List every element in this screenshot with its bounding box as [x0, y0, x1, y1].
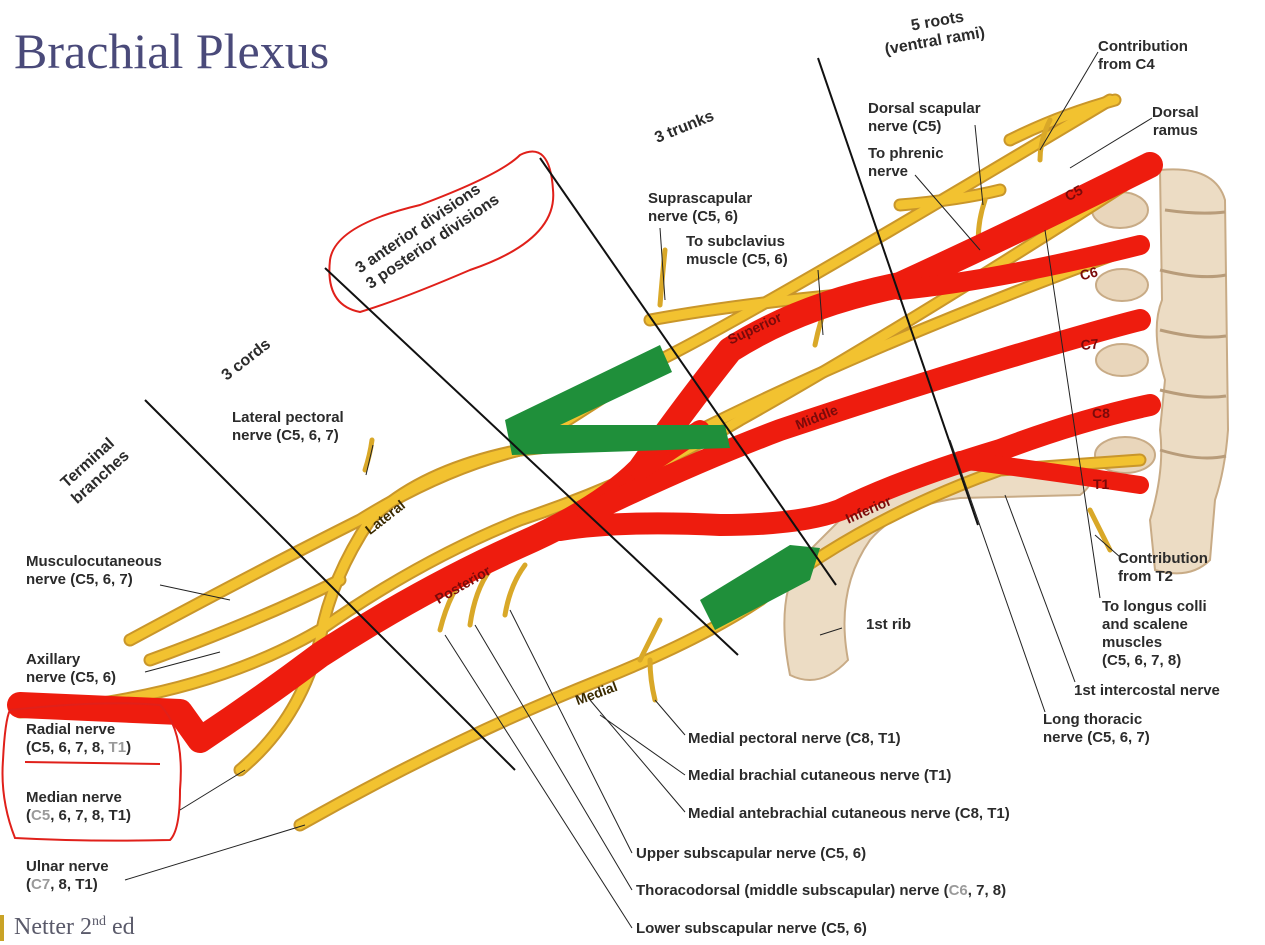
- musculocutaneous-label: Musculocutaneous nerve (C5, 6, 7): [26, 553, 162, 589]
- lateral-pectoral-line2: nerve (C5, 6, 7): [232, 427, 339, 444]
- upper-subscapular-label: Upper subscapular nerve (C5, 6): [636, 845, 867, 862]
- median-nerve-label: Median nerve (C5, 6, 7, 8, T1): [26, 789, 131, 825]
- ulnar-open: (: [26, 876, 31, 893]
- median-main: , 6, 7, 8, T1): [50, 807, 132, 824]
- t2-line1: Contribution: [1118, 550, 1208, 567]
- thoracodorsal-label: Thoracodorsal (middle subscapular) nerve…: [636, 882, 1006, 900]
- footer-accent-bar: [0, 915, 4, 941]
- label-pointer-lines: [124, 51, 1153, 929]
- ulnar-line2: (C7, 8, T1): [26, 876, 109, 894]
- ulnar-gray: C7: [31, 876, 51, 893]
- ulnar-main: , 8, T1): [50, 876, 98, 893]
- longus-line3: muscles: [1102, 634, 1163, 651]
- footer-sup: nd: [91, 914, 106, 929]
- dorsal-ramus-line1: Dorsal: [1152, 104, 1199, 121]
- ulnar-nerve-label: Ulnar nerve (C7, 8, T1): [26, 858, 109, 894]
- c4-line2: from C4: [1098, 56, 1155, 73]
- ulnar-line1: Ulnar nerve: [26, 858, 109, 875]
- lower-subscapular-label: Lower subscapular nerve (C5, 6): [636, 920, 867, 937]
- medial-antebrachial-label: Medial antebrachial cutaneous nerve (C8,…: [688, 805, 1010, 822]
- axillary-line2: nerve (C5, 6): [26, 669, 117, 686]
- musculocutaneous-line1: Musculocutaneous: [26, 553, 162, 570]
- radial-end: ): [126, 739, 132, 756]
- phrenic-line2: nerve: [868, 163, 909, 180]
- c8-label: C8: [1092, 405, 1110, 421]
- page-title: Brachial Plexus: [14, 23, 330, 79]
- suprascapular-label: Suprascapular nerve (C5, 6): [648, 190, 752, 226]
- subclavius-line1: To subclavius: [686, 233, 785, 250]
- footer-credit: Netter 2nd ed: [14, 914, 135, 941]
- median-line2: (C5, 6, 7, 8, T1): [26, 807, 131, 825]
- first-intercostal-label: 1st intercostal nerve: [1074, 682, 1220, 699]
- long-thoracic-line2: nerve (C5, 6, 7): [1043, 729, 1150, 746]
- footer-suffix: ed: [105, 914, 135, 940]
- thoracodorsal-main: Thoracodorsal (middle subscapular) nerve…: [636, 882, 949, 899]
- median-gray: C5: [31, 807, 51, 824]
- posterior-highlight: [7, 152, 1163, 753]
- c7-label: C7: [1080, 335, 1100, 353]
- axillary-label: Axillary nerve (C5, 6): [26, 651, 116, 687]
- longus-line4: (C5, 6, 7, 8): [1102, 652, 1182, 669]
- dorsal-ramus-label: Dorsal ramus: [1152, 104, 1199, 140]
- thoracodorsal-end: , 7, 8): [967, 882, 1007, 899]
- dorsal-scapular-label: Dorsal scapular nerve (C5): [868, 100, 981, 136]
- contribution-c4-label: Contribution from C4: [1098, 38, 1188, 74]
- first-rib-label: 1st rib: [866, 616, 912, 633]
- longus-line2: and scalene: [1102, 616, 1188, 633]
- long-thoracic-line1: Long thoracic: [1043, 711, 1143, 728]
- musculocutaneous-line2: nerve (C5, 6, 7): [26, 571, 133, 588]
- subclavius-line2: muscle (C5, 6): [686, 251, 788, 268]
- anterior-division-highlight: [505, 345, 820, 630]
- axillary-line1: Axillary: [26, 651, 81, 668]
- leader-lines: [144, 57, 979, 771]
- t1-label: T1: [1093, 476, 1110, 492]
- phrenic-line1: To phrenic: [868, 145, 944, 162]
- dorsal-scapular-line2: nerve (C5): [868, 118, 942, 135]
- radial-nerve-label: Radial nerve (C5, 6, 7, 8, T1): [26, 721, 131, 757]
- lateral-pectoral-line1: Lateral pectoral: [232, 409, 344, 426]
- longus-colli-label: To longus colli and scalene muscles (C5,…: [1102, 598, 1207, 670]
- t2-line2: from T2: [1118, 568, 1174, 585]
- radial-line2: (C5, 6, 7, 8, T1): [26, 739, 131, 757]
- suprascapular-line2: nerve (C5, 6): [648, 208, 739, 225]
- longus-line1: To longus colli: [1102, 598, 1207, 615]
- radial-gray: T1: [108, 739, 127, 756]
- footer-text: Netter 2: [14, 914, 92, 940]
- contribution-t2-label: Contribution from T2: [1118, 550, 1208, 586]
- median-open: (: [26, 807, 31, 824]
- thoracodorsal-gray: C6: [948, 882, 968, 899]
- radial-line1: Radial nerve: [26, 721, 116, 738]
- annotation-circles: [1, 150, 555, 842]
- medial-brachial-label: Medial brachial cutaneous nerve (T1): [688, 767, 952, 784]
- phrenic-label: To phrenic nerve: [868, 145, 944, 181]
- vertebral-column: [1091, 168, 1230, 575]
- dorsal-scapular-line1: Dorsal scapular: [868, 100, 981, 117]
- suprascapular-line1: Suprascapular: [648, 190, 753, 207]
- lateral-pectoral-label: Lateral pectoral nerve (C5, 6, 7): [232, 409, 344, 445]
- median-line1: Median nerve: [26, 789, 122, 806]
- medial-pectoral-label: Medial pectoral nerve (C8, T1): [688, 730, 901, 747]
- radial-main: (C5, 6, 7, 8,: [26, 739, 109, 756]
- c4-line1: Contribution: [1098, 38, 1188, 55]
- dorsal-ramus-line2: ramus: [1152, 122, 1198, 139]
- long-thoracic-label: Long thoracic nerve (C5, 6, 7): [1043, 711, 1150, 747]
- subclavius-label: To subclavius muscle (C5, 6): [686, 233, 788, 269]
